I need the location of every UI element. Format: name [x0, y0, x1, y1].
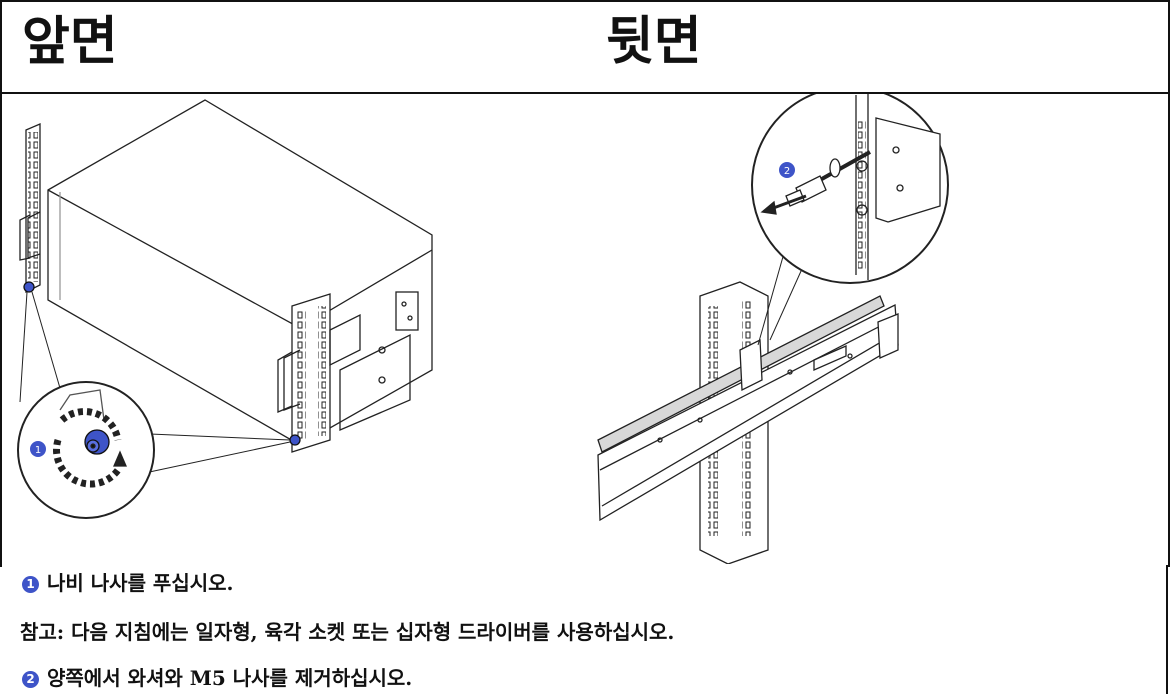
- back-view-heading: 뒷면: [606, 11, 702, 72]
- rack-illustration: 1 2: [17, 94, 949, 564]
- step-2-number: 2: [22, 671, 39, 688]
- note-label: 참고:: [20, 620, 65, 644]
- figure-frame: [0, 0, 1170, 567]
- note: 참고: 다음 지침에는 일자형, 육각 소켓 또는 십자형 드라이버를 사용하십…: [20, 618, 674, 646]
- step-1: 1 나비 나사를 푸십시오.: [22, 569, 234, 597]
- callout-1: 1: [30, 441, 46, 457]
- front-server-drawing: [17, 99, 433, 519]
- step-1-text: 나비 나사를 푸십시오.: [47, 571, 234, 595]
- step-2-text: 양쪽에서 와셔와 M5 나사를 제거하십시오.: [47, 666, 413, 690]
- callout-2: 2: [779, 162, 795, 178]
- front-view-heading: 앞면: [22, 11, 118, 72]
- frame-right-edge: [1166, 565, 1168, 694]
- back-rail-drawing: [597, 94, 949, 564]
- step-1-number: 1: [22, 576, 39, 593]
- step-2: 2 양쪽에서 와셔와 M5 나사를 제거하십시오.: [22, 664, 412, 692]
- header-divider: [0, 92, 1168, 94]
- svg-text:1: 1: [35, 445, 41, 456]
- svg-text:2: 2: [784, 166, 790, 177]
- note-text: 다음 지침에는 일자형, 육각 소켓 또는 십자형 드라이버를 사용하십시오.: [71, 620, 675, 644]
